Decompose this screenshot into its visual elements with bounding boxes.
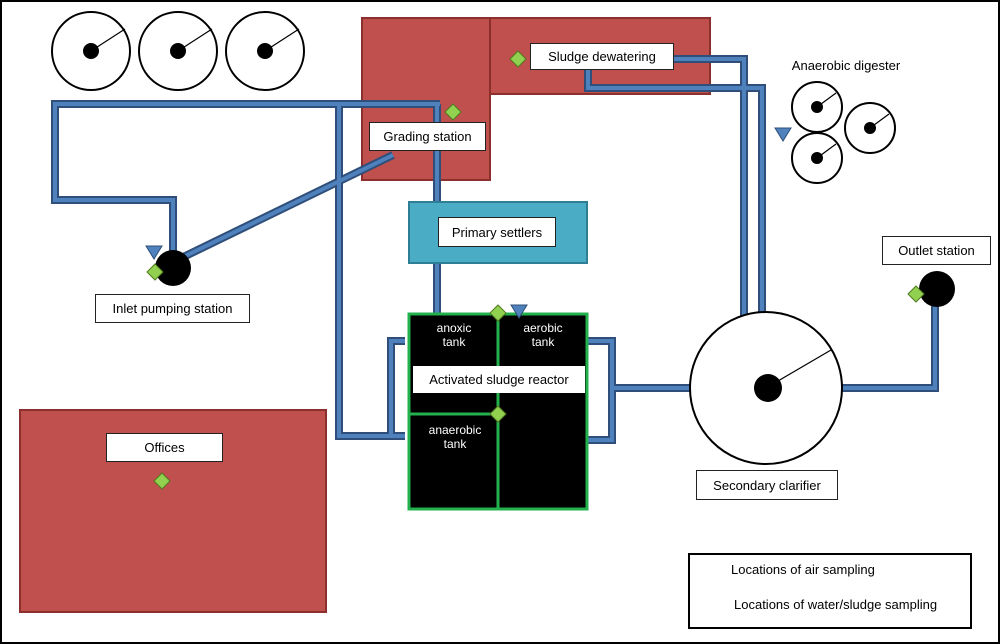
air-sampling-marker: [153, 472, 171, 490]
legend: [688, 553, 972, 629]
inlet-pump: [155, 250, 191, 286]
outlet-pump: [919, 271, 955, 307]
legend-air-label: Locations of air sampling: [731, 562, 875, 577]
water-sampling-marker: [145, 245, 163, 260]
pipe-outline: [586, 337, 616, 444]
pipe: [674, 57, 746, 388]
inlet-pumping-station-label: Inlet pumping station: [95, 294, 250, 323]
legend-water-label: Locations of water/sludge sampling: [734, 597, 938, 612]
secondary-clarifier-label: Secondary clarifier: [696, 470, 838, 500]
water-sampling-marker: [510, 304, 528, 319]
pipe-outline: [387, 337, 405, 440]
grading-building: [361, 17, 491, 181]
air-sampling-marker: [444, 103, 462, 121]
anoxic-tank-label: anoxic tank: [436, 321, 472, 349]
pipe: [337, 104, 405, 438]
outlet-station-label: Outlet station: [882, 236, 991, 265]
secondary-clarifier-tank: [689, 311, 843, 465]
primary-settlers-label: Primary settlers: [438, 217, 556, 247]
air-sampling-marker: [146, 263, 164, 281]
sludge-dewatering-label: Sludge dewatering: [530, 43, 674, 70]
storage-tank: [225, 11, 305, 91]
pipe: [53, 102, 440, 268]
pipe: [172, 153, 394, 264]
pipe: [586, 339, 614, 442]
air-sampling-marker: [489, 405, 507, 423]
air-sampling-marker: [907, 285, 925, 303]
anaerobic-digesters: [791, 81, 896, 184]
water-sampling-marker: [774, 127, 792, 142]
air-sampling-marker: [509, 50, 527, 68]
aerobic-tank-label: aerobic tank: [523, 321, 563, 349]
storage-tanks: [51, 11, 305, 91]
digester-tank: [844, 102, 896, 154]
grading-station-label: Grading station: [369, 122, 486, 151]
activated-sludge-reactor-label: Activated sludge reactor: [413, 366, 585, 393]
digester-tank: [791, 81, 843, 133]
anaerobic-tank-label: anaerobic tank: [428, 423, 482, 451]
pipe: [586, 70, 764, 388]
anaerobic-digester-label: Anaerobic digester: [776, 53, 916, 77]
pipe: [389, 339, 405, 438]
storage-tank: [138, 11, 218, 91]
storage-tank: [51, 11, 131, 91]
offices-label: Offices: [106, 433, 223, 462]
air-sampling-marker: [489, 304, 507, 322]
digester-tank: [791, 132, 843, 184]
